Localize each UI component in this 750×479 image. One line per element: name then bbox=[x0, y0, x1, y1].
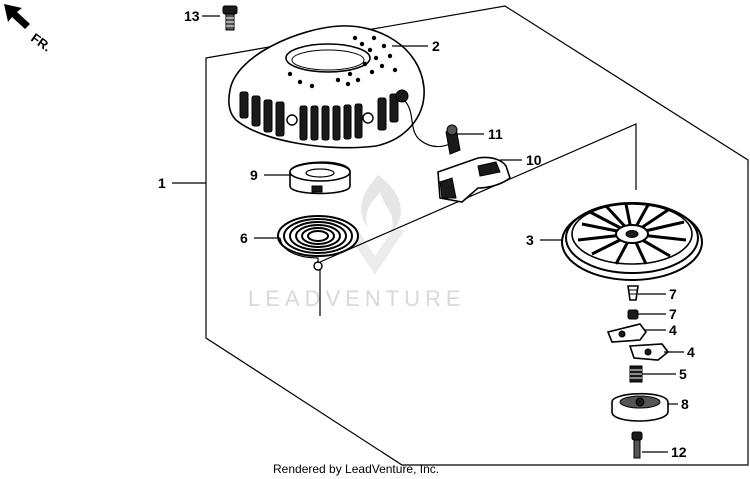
arrow-upleft-icon bbox=[4, 4, 30, 29]
assembly-outline bbox=[205, 5, 749, 466]
part-3-reel bbox=[561, 202, 703, 281]
callout-3: 3 bbox=[526, 232, 534, 248]
callout-7-upper: 7 bbox=[669, 286, 677, 302]
inner-assembly-outline bbox=[319, 123, 637, 316]
part-13-bolt bbox=[222, 5, 238, 31]
part-10-starter-grip bbox=[437, 156, 511, 203]
direction-label: FR. bbox=[28, 30, 54, 54]
callout-10: 10 bbox=[526, 152, 542, 168]
callout-8: 8 bbox=[681, 396, 689, 412]
callout-6: 6 bbox=[240, 230, 248, 246]
watermark: LEADVENTURE bbox=[248, 175, 466, 311]
callout-4-lower: 4 bbox=[687, 344, 695, 360]
callout-9: 9 bbox=[250, 167, 258, 183]
callout-11: 11 bbox=[488, 126, 503, 142]
callout-7-lower: 7 bbox=[669, 306, 677, 322]
callout-2: 2 bbox=[432, 38, 440, 54]
part-7-spring-upper bbox=[627, 285, 639, 301]
callout-13: 13 bbox=[184, 8, 200, 24]
watermark-flame-icon bbox=[361, 175, 401, 232]
part-7-spring-lower bbox=[627, 309, 639, 320]
footer-credit: Rendered by LeadVenture, Inc. bbox=[273, 462, 439, 476]
callout-12: 12 bbox=[671, 444, 687, 460]
part-9-spring-cover bbox=[289, 161, 351, 195]
watermark-text: LEADVENTURE bbox=[248, 286, 466, 311]
direction-marker: FR. bbox=[4, 4, 54, 54]
callout-1: 1 bbox=[158, 175, 166, 191]
callout-5: 5 bbox=[679, 366, 687, 382]
callout-4-upper: 4 bbox=[669, 322, 677, 338]
part-12-screw bbox=[631, 431, 643, 459]
part-6-recoil-spring bbox=[277, 215, 359, 271]
part-4-ratchet-upper bbox=[606, 323, 647, 343]
part-11-rope-end bbox=[445, 124, 461, 155]
part-2-starter-case bbox=[228, 25, 451, 149]
part-4-ratchet-lower bbox=[628, 343, 670, 361]
callouts: 13 2 1 9 6 11 10 3 7 7 4 4 5 8 12 bbox=[158, 8, 695, 460]
part-5-friction-spring bbox=[629, 365, 643, 383]
part-8-friction-plate bbox=[611, 392, 669, 422]
watermark-v-icon bbox=[345, 230, 405, 275]
leader-lines bbox=[172, 15, 684, 453]
